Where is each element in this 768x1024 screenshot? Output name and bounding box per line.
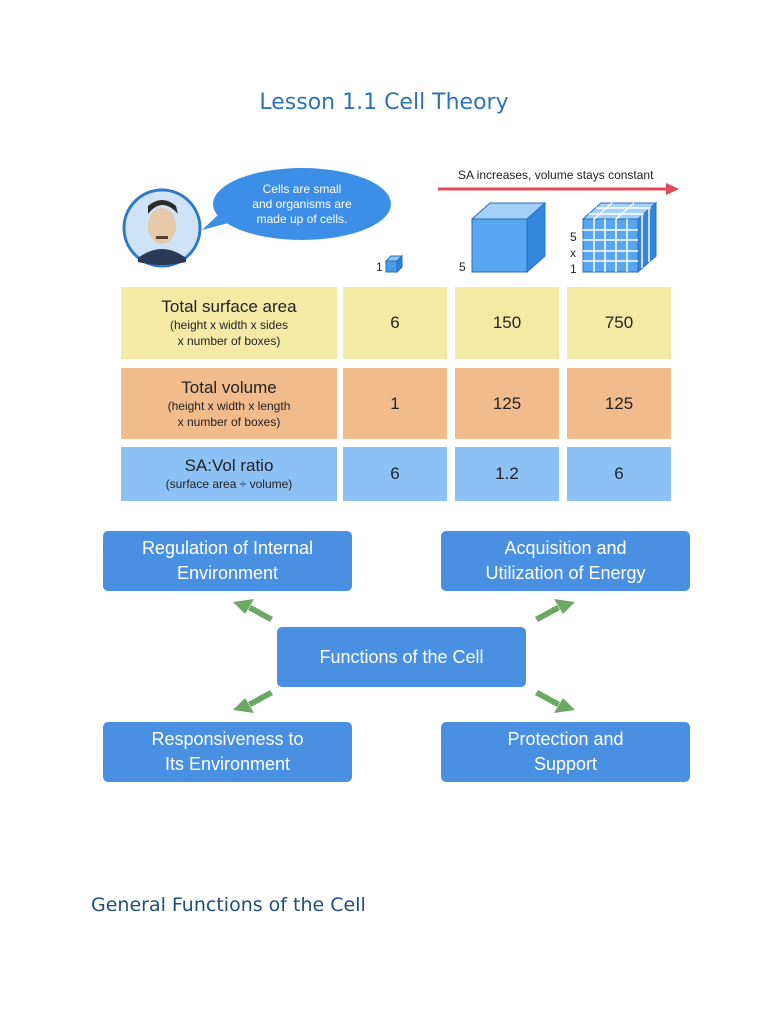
page-title: Lesson 1.1 Cell Theory xyxy=(259,90,509,115)
table-cell: 150 xyxy=(455,287,559,359)
row-subtitle: (surface area ÷ volume) xyxy=(165,477,293,491)
row-ratio-label: SA:Vol ratio (surface area ÷ volume) xyxy=(121,447,337,501)
row-volume-label: Total volume (height x width x length x … xyxy=(121,368,337,439)
row-surface-area-label: Total surface area (height x width x sid… xyxy=(121,287,337,359)
table-cell: 125 xyxy=(567,368,671,439)
function-energy-box: Acquisition and Utilization of Energy xyxy=(441,531,690,591)
table-cell: 6 xyxy=(567,447,671,501)
table-cell: 750 xyxy=(567,287,671,359)
table-cell: 1.2 xyxy=(455,447,559,501)
cube-grid-icon xyxy=(581,201,658,274)
table-cell: 6 xyxy=(343,287,447,359)
arrow-down-left-icon xyxy=(233,690,273,713)
arrow-down-right-icon xyxy=(535,690,575,713)
cell-theory-illustration xyxy=(122,183,679,713)
sa-increase-arrow-icon xyxy=(438,183,679,195)
grid-label-mid: x xyxy=(570,246,576,260)
arrow-up-right-icon xyxy=(535,599,575,622)
section-heading: General Functions of the Cell xyxy=(91,894,366,916)
large-cube-icon xyxy=(470,201,547,274)
table-cell: 125 xyxy=(455,368,559,439)
function-arrows xyxy=(233,599,575,713)
grid-label-top: 5 xyxy=(570,230,577,244)
small-cube-label: 1 xyxy=(376,260,383,274)
functions-center-box: Functions of the Cell xyxy=(277,627,526,687)
small-cube-icon xyxy=(384,254,404,274)
arrow-caption: SA increases, volume stays constant xyxy=(458,168,654,182)
row-subtitle: (height x width x sides x number of boxe… xyxy=(169,318,289,348)
speech-bubble: Cells are small and organisms are made u… xyxy=(213,168,391,240)
arrow-up-left-icon xyxy=(233,599,273,622)
function-regulation-box: Regulation of Internal Environment xyxy=(103,531,352,591)
row-title: SA:Vol ratio xyxy=(184,456,274,475)
grid-label-bottom: 1 xyxy=(570,262,577,276)
function-protection-box: Protection and Support xyxy=(441,722,690,782)
row-subtitle: (height x width x length x number of box… xyxy=(167,398,291,429)
large-cube-label: 5 xyxy=(459,260,466,274)
row-title: Total volume xyxy=(181,377,277,397)
scientist-portrait-icon xyxy=(122,188,202,268)
table-cell: 6 xyxy=(343,447,447,501)
table-cell: 1 xyxy=(343,368,447,439)
row-title: Total surface area xyxy=(161,297,297,316)
function-responsiveness-box: Responsiveness to Its Environment xyxy=(103,722,352,782)
